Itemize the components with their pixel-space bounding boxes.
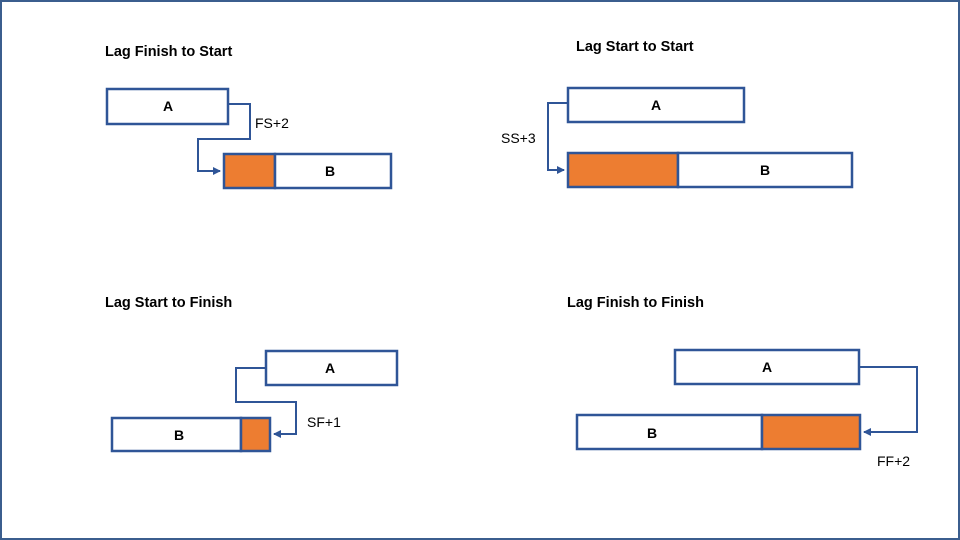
panel-finish-to-start: Lag Finish to Start A B FS+2 bbox=[105, 44, 393, 190]
lag-label: SF+1 bbox=[307, 414, 341, 430]
task-a-bar bbox=[673, 348, 861, 386]
task-a-label: A bbox=[651, 97, 661, 113]
task-a-label: A bbox=[762, 359, 772, 375]
task-b-label: B bbox=[760, 162, 770, 178]
lag-segment bbox=[222, 152, 277, 190]
panel-start-to-finish: Lag Start to Finish A B SF+1 bbox=[105, 295, 399, 453]
lag-segment bbox=[239, 416, 272, 453]
dependency-arrow bbox=[197, 103, 251, 175]
panel-start-to-start: Lag Start to Start A B SS+3 bbox=[501, 39, 854, 189]
lag-segment bbox=[760, 413, 862, 451]
lag-label: FS+2 bbox=[255, 115, 289, 131]
task-b-label: B bbox=[325, 163, 335, 179]
dependency-arrow bbox=[859, 366, 918, 436]
dependency-arrow bbox=[547, 102, 568, 174]
panel-finish-to-finish: Lag Finish to Finish A B FF+2 bbox=[567, 295, 918, 469]
task-b-bar bbox=[273, 152, 393, 190]
task-b-label: B bbox=[174, 427, 184, 443]
task-a-label: A bbox=[325, 360, 335, 376]
lag-segment bbox=[566, 151, 680, 189]
panel-title: Lag Start to Start bbox=[576, 39, 694, 55]
task-b-bar bbox=[676, 151, 854, 189]
task-a-bar bbox=[566, 86, 746, 124]
task-a-bar bbox=[105, 87, 230, 126]
panel-title: Lag Start to Finish bbox=[105, 295, 232, 311]
panel-title: Lag Finish to Start bbox=[105, 44, 232, 60]
lag-label: SS+3 bbox=[501, 130, 536, 146]
panel-title: Lag Finish to Finish bbox=[567, 295, 704, 311]
dependency-arrow bbox=[235, 367, 297, 438]
task-b-label: B bbox=[647, 425, 657, 441]
lag-label: FF+2 bbox=[877, 453, 910, 469]
task-a-label: A bbox=[163, 98, 173, 114]
task-b-bar bbox=[575, 413, 764, 451]
